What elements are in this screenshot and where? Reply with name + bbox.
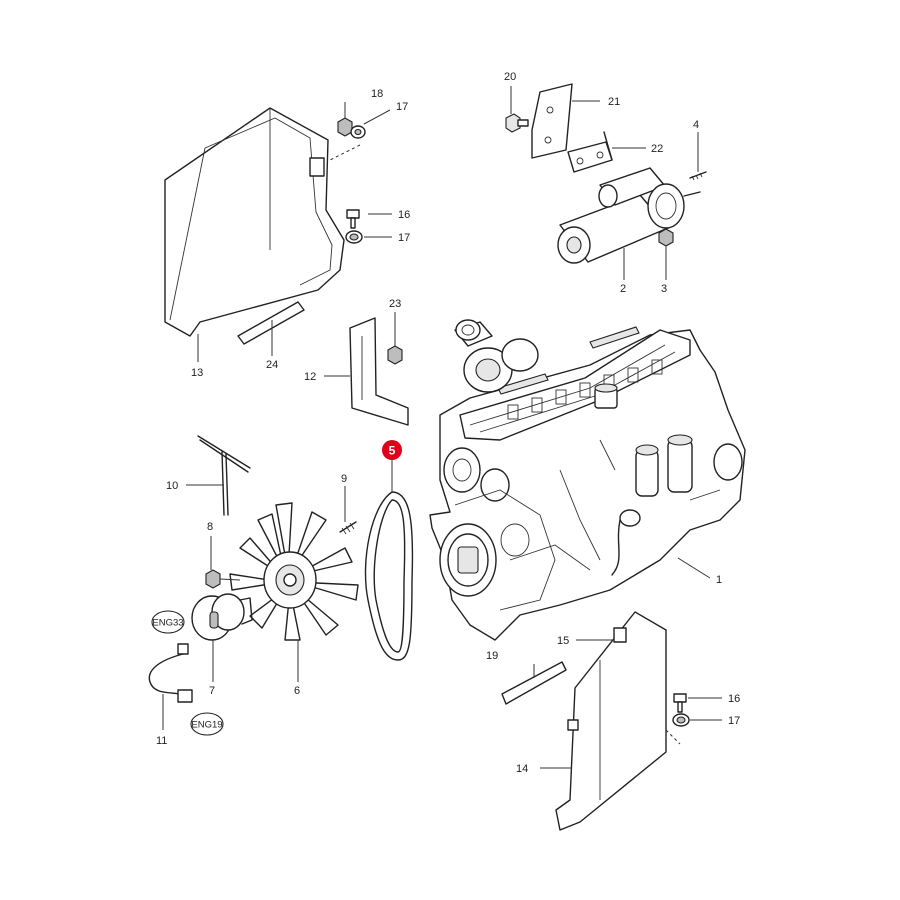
reference-eng19-label: ENG19 — [191, 720, 222, 731]
sensor-harness-11[interactable] — [148, 643, 193, 703]
callout-20[interactable]: 20 — [504, 71, 516, 83]
callout-17-left[interactable]: 17 — [398, 232, 410, 244]
callout-16-right[interactable]: 16 — [728, 693, 740, 705]
seal-strip-24[interactable] — [237, 301, 305, 345]
callout-16-left[interactable]: 16 — [398, 209, 410, 221]
bolt-20[interactable] — [505, 113, 529, 133]
callout-5: 5 — [389, 444, 396, 458]
starter-nut[interactable] — [658, 228, 674, 247]
fan-shroud-13[interactable] — [164, 107, 345, 337]
starter-stud[interactable] — [689, 171, 707, 181]
fan-hub-7[interactable] — [191, 593, 253, 641]
starter-motor[interactable] — [557, 167, 701, 264]
tool-10[interactable] — [197, 435, 251, 516]
callout-5-highlight[interactable]: 5 — [382, 440, 402, 460]
callout-12[interactable]: 12 — [304, 371, 316, 383]
callout-4[interactable]: 4 — [693, 119, 699, 131]
stud-9[interactable] — [339, 521, 357, 535]
nut-23[interactable] — [387, 345, 403, 365]
heat-shield-21[interactable] — [531, 83, 573, 159]
washer-17-top[interactable] — [350, 125, 366, 139]
washer-17-left[interactable] — [345, 230, 363, 244]
reference-eng33[interactable]: ENG33 — [151, 610, 185, 634]
callout-3[interactable]: 3 — [661, 283, 667, 295]
seal-strip-19[interactable] — [501, 661, 567, 705]
callout-8[interactable]: 8 — [207, 521, 213, 533]
callout-10[interactable]: 10 — [166, 480, 178, 492]
callout-19[interactable]: 19 — [486, 650, 498, 662]
washer-17-right[interactable] — [672, 713, 690, 727]
callout-9[interactable]: 9 — [341, 473, 347, 485]
callout-11[interactable]: 11 — [156, 735, 167, 747]
callout-17-top[interactable]: 17 — [396, 101, 408, 113]
reference-eng33-label: ENG33 — [152, 618, 183, 629]
callout-22[interactable]: 22 — [651, 143, 663, 155]
callout-15[interactable]: 15 — [557, 635, 569, 647]
bracket-12[interactable] — [349, 317, 409, 426]
callout-24[interactable]: 24 — [266, 359, 278, 371]
callouts: 1 2 3 4 5 6 7 8 9 10 11 12 13 14 15 16 1… — [156, 71, 740, 775]
bolt-16-right[interactable] — [673, 693, 687, 713]
callout-17-right[interactable]: 17 — [728, 715, 740, 727]
cooling-fan-6[interactable] — [229, 502, 359, 641]
callout-1[interactable]: 1 — [716, 574, 722, 586]
lower-shield-14[interactable] — [555, 611, 667, 831]
leader-lines — [162, 86, 722, 769]
callout-7[interactable]: 7 — [209, 685, 215, 697]
callout-18[interactable]: 18 — [371, 88, 383, 100]
engine-assembly[interactable] — [429, 319, 746, 641]
callout-6[interactable]: 6 — [294, 685, 300, 697]
nut-8[interactable] — [205, 569, 241, 589]
callout-13[interactable]: 13 — [191, 367, 203, 379]
callout-2[interactable]: 2 — [620, 283, 626, 295]
nut-18[interactable] — [337, 117, 353, 137]
callout-14[interactable]: 14 — [516, 763, 528, 775]
reference-eng19[interactable]: ENG19 — [190, 712, 224, 736]
callout-21[interactable]: 21 — [608, 96, 620, 108]
drive-belt-5[interactable] — [364, 491, 414, 661]
bracket-22[interactable] — [567, 131, 613, 173]
bolt-16-left[interactable] — [346, 209, 360, 229]
callout-23[interactable]: 23 — [389, 298, 401, 310]
